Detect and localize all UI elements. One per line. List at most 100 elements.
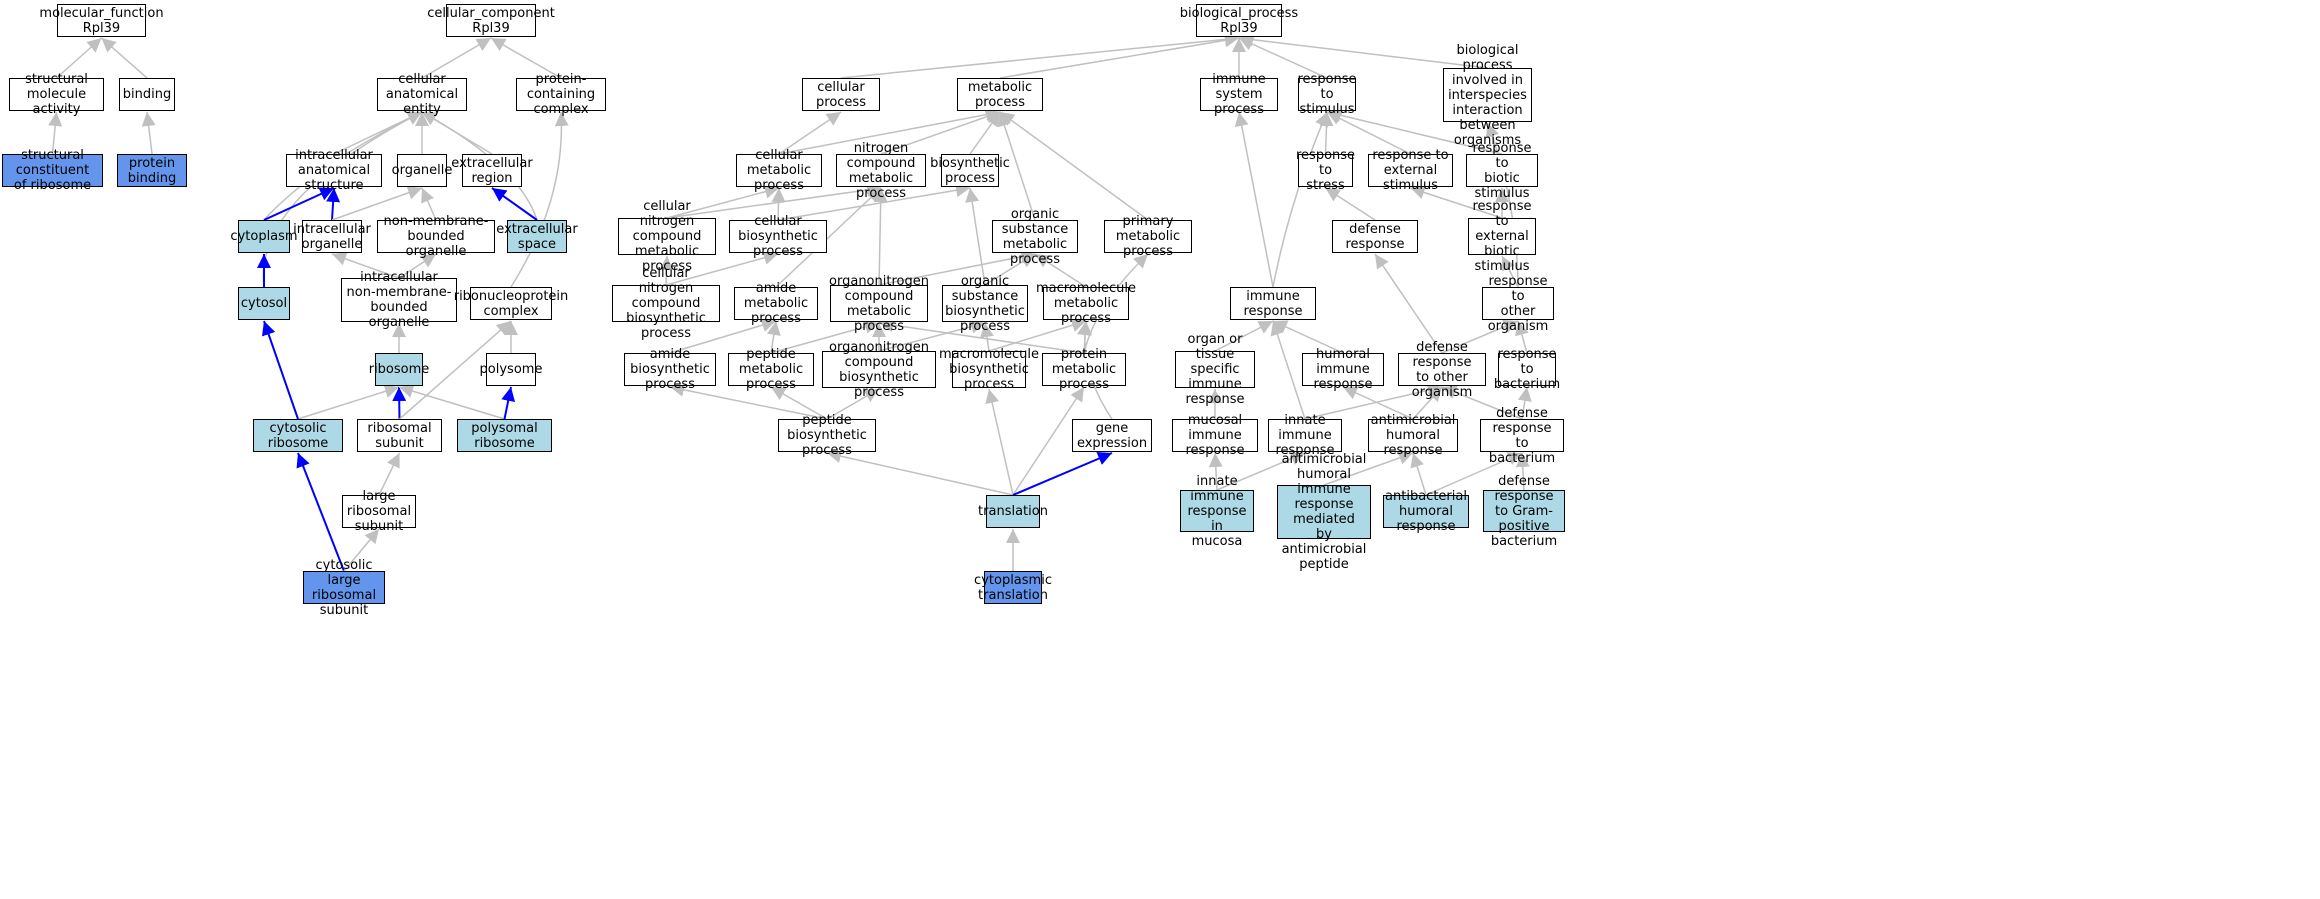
- node-extracellular-space[interactable]: extracellular space: [496, 220, 578, 253]
- node-cellular-nitrogen-compound-metabolic-process[interactable]: cellular nitrogen compound metabolic pro…: [618, 199, 716, 274]
- node-organonitrogen-compound-biosynthetic-process[interactable]: organonitrogen compound biosynthetic pro…: [822, 340, 936, 400]
- node-binding[interactable]: binding: [119, 78, 175, 111]
- node-ribosome[interactable]: ribosome: [369, 353, 429, 386]
- node-structural-molecule-activity[interactable]: structural molecule activity: [9, 72, 104, 117]
- node-response-to-bacterium[interactable]: response to bacterium: [1493, 347, 1561, 392]
- node-cytosolic-ribosome[interactable]: cytosolic ribosome: [253, 419, 343, 452]
- edge-scr-to-sma: [48, 111, 63, 155]
- node-intracellular-anatomical-structure[interactable]: intracellular anatomical structure: [286, 148, 382, 193]
- node-amide-biosynthetic-process[interactable]: amide biosynthetic process: [624, 347, 716, 392]
- edge-mbp-to-mmp: [988, 318, 1087, 352]
- edge-cncbp-to-cncmp: [659, 255, 674, 286]
- node-organic-substance-biosynthetic-process[interactable]: organic substance biosynthetic process: [942, 274, 1028, 334]
- node-immune-system-process[interactable]: immune system process: [1200, 72, 1278, 117]
- node-cellular-anatomical-entity[interactable]: cellular anatomical entity: [377, 72, 467, 117]
- node-cellular-component[interactable]: cellular_component Rpl39: [427, 4, 555, 37]
- edge-polyrib-to-ribosome: [398, 384, 505, 420]
- node-polysomal-ribosome[interactable]: polysomal ribosome: [457, 419, 552, 452]
- edge-pbp-to-pepmp: [770, 386, 828, 420]
- node-primary-metabolic-process[interactable]: primary metabolic process: [1104, 214, 1192, 259]
- node-amide-metabolic-process[interactable]: amide metabolic process: [734, 281, 818, 326]
- node-response-to-stimulus[interactable]: response to stimulus: [1297, 72, 1357, 117]
- edge-abhr-to-drtb: [1425, 452, 1523, 496]
- node-macromolecule-biosynthetic-process[interactable]: macromolecule biosynthetic process: [939, 347, 1040, 392]
- node-mucosal-immune-response[interactable]: mucosal immune response: [1172, 413, 1258, 458]
- edge-oncmp-to-osmp: [878, 249, 1036, 286]
- node-metabolic-process[interactable]: metabolic process: [957, 78, 1043, 111]
- node-peptide-biosynthetic-process[interactable]: peptide biosynthetic process: [778, 413, 876, 458]
- node-biological-process-interspecies-interaction[interactable]: biological process involved in interspec…: [1443, 43, 1532, 148]
- node-ribonucleoprotein-complex[interactable]: ribonucleoprotein complex: [453, 287, 569, 320]
- node-polysome[interactable]: polysome: [480, 353, 542, 386]
- node-defense-response-to-bacterium[interactable]: defense response to bacterium: [1480, 406, 1564, 466]
- node-antimicrobial-humoral-response[interactable]: antimicrobial humoral response: [1368, 413, 1458, 458]
- node-cytoplasm[interactable]: cytoplasm: [230, 220, 298, 253]
- edge-drtgpb-to-drtb: [1515, 452, 1530, 491]
- edge-io-to-ias: [326, 187, 341, 221]
- node-non-membrane-bounded-organelle[interactable]: non-membrane-bounded organelle: [377, 214, 495, 259]
- node-cytoplasmic-translation[interactable]: cytoplasmic translation: [974, 571, 1052, 604]
- node-molecular-function[interactable]: molecular_function Rpl39: [39, 4, 164, 37]
- node-cellular-process[interactable]: cellular process: [802, 78, 880, 111]
- node-organ-or-tissue-specific-immune-response[interactable]: organ or tissue specific immune response: [1175, 332, 1255, 407]
- edge-polyrib-to-polysome: [501, 386, 516, 420]
- node-peptide-metabolic-process[interactable]: peptide metabolic process: [728, 347, 814, 392]
- edge-cp-to-bp: [840, 32, 1240, 79]
- node-cellular-nitrogen-compound-biosynthetic-process[interactable]: cellular nitrogen compound biosynthetic …: [612, 266, 720, 341]
- node-cellular-metabolic-process[interactable]: cellular metabolic process: [736, 148, 822, 193]
- node-cytosolic-large-ribosomal-subunit[interactable]: cytosolic large ribosomal subunit: [303, 558, 385, 618]
- node-organic-substance-metabolic-process[interactable]: organic substance metabolic process: [992, 207, 1078, 267]
- edge-sma-to-mf: [56, 37, 102, 79]
- node-biological-process[interactable]: biological_process Rpl39: [1179, 4, 1299, 37]
- node-immune-response[interactable]: immune response: [1230, 287, 1316, 320]
- node-response-to-external-stimulus[interactable]: response to external stimulus: [1368, 148, 1453, 193]
- node-biosynthetic-process[interactable]: biosynthetic process: [930, 154, 1010, 187]
- node-intracellular-non-membrane-bounded-organelle[interactable]: intracellular non-membrane-bounded organ…: [341, 270, 457, 330]
- node-cytosol[interactable]: cytosol: [238, 287, 290, 320]
- edge-rtbs-to-rts: [1326, 108, 1503, 155]
- node-response-to-external-biotic-stimulus[interactable]: response to external biotic stimulus: [1468, 199, 1536, 274]
- node-extracellular-region[interactable]: extracellular region: [451, 154, 533, 187]
- node-response-to-stress[interactable]: response to stress: [1295, 148, 1356, 193]
- edge-pbp-to-oncbp: [826, 388, 880, 420]
- edge-extsp-to-extreg: [491, 187, 538, 221]
- edge-pb-to-binding: [141, 111, 156, 155]
- node-protein-containing-complex[interactable]: protein-containing complex: [516, 72, 606, 117]
- node-gene-expression[interactable]: gene expression: [1072, 419, 1152, 452]
- node-defense-response-to-other-organism[interactable]: defense response to other organism: [1398, 340, 1486, 400]
- node-large-ribosomal-subunit[interactable]: large ribosomal subunit: [342, 489, 416, 534]
- node-intracellular-organelle[interactable]: intracellular organelle: [293, 220, 371, 253]
- node-antibacterial-humoral-response[interactable]: antibacterial humoral response: [1383, 489, 1469, 534]
- edge-cncmp-to-cmp: [666, 184, 780, 219]
- node-translation[interactable]: translation: [978, 495, 1048, 528]
- edge-inmbo-to-io: [331, 252, 400, 279]
- node-protein-binding[interactable]: protein binding: [117, 154, 187, 187]
- edge-ahr-to-drtoo: [1412, 386, 1443, 420]
- edge-biosyn-to-mp: [969, 111, 1001, 155]
- node-structural-constituent-of-ribosome[interactable]: structural constituent of ribosome: [2, 148, 103, 193]
- edge-protmp-to-oncmp: [878, 318, 1085, 354]
- node-humoral-immune-response[interactable]: humoral immune response: [1302, 347, 1384, 392]
- edge-cytrib-to-ribosome: [297, 384, 400, 420]
- node-antimicrobial-humoral-immune-response-mediated-by-antimicrobial-peptide[interactable]: antimicrobial humoral immune response me…: [1277, 452, 1371, 572]
- node-nitrogen-compound-metabolic-process[interactable]: nitrogen compound metabolic process: [836, 141, 926, 201]
- node-response-to-biotic-stimulus[interactable]: response to biotic stimulus: [1466, 141, 1538, 201]
- node-macromolecule-metabolic-process[interactable]: macromolecule metabolic process: [1036, 281, 1137, 326]
- edge-amp-to-ncmp: [775, 187, 882, 288]
- edge-osmp-to-mp: [997, 111, 1036, 221]
- node-organonitrogen-compound-metabolic-process[interactable]: organonitrogen compound metabolic proces…: [829, 273, 929, 334]
- edge-iir-to-ir: [1270, 320, 1306, 420]
- node-cellular-biosynthetic-process[interactable]: cellular biosynthetic process: [729, 214, 827, 259]
- edge-otsir-to-ir: [1214, 320, 1274, 352]
- node-protein-metabolic-process[interactable]: protein metabolic process: [1042, 347, 1126, 392]
- node-innate-immune-response[interactable]: innate immune response: [1268, 413, 1342, 458]
- node-ribosomal-subunit[interactable]: ribosomal subunit: [357, 419, 442, 452]
- edge-cytoplasm-to-ias: [263, 187, 335, 221]
- node-defense-response[interactable]: defense response: [1332, 220, 1418, 253]
- node-defense-response-to-gram-positive-bacterium[interactable]: defense response to Gram-positive bacter…: [1483, 474, 1565, 549]
- node-organelle[interactable]: organelle: [392, 154, 452, 187]
- edge-cae-to-cc: [421, 37, 492, 79]
- node-response-to-other-organism[interactable]: response to other organism: [1482, 274, 1554, 334]
- node-innate-immune-response-in-mucosa[interactable]: innate immune response in mucosa: [1180, 474, 1254, 549]
